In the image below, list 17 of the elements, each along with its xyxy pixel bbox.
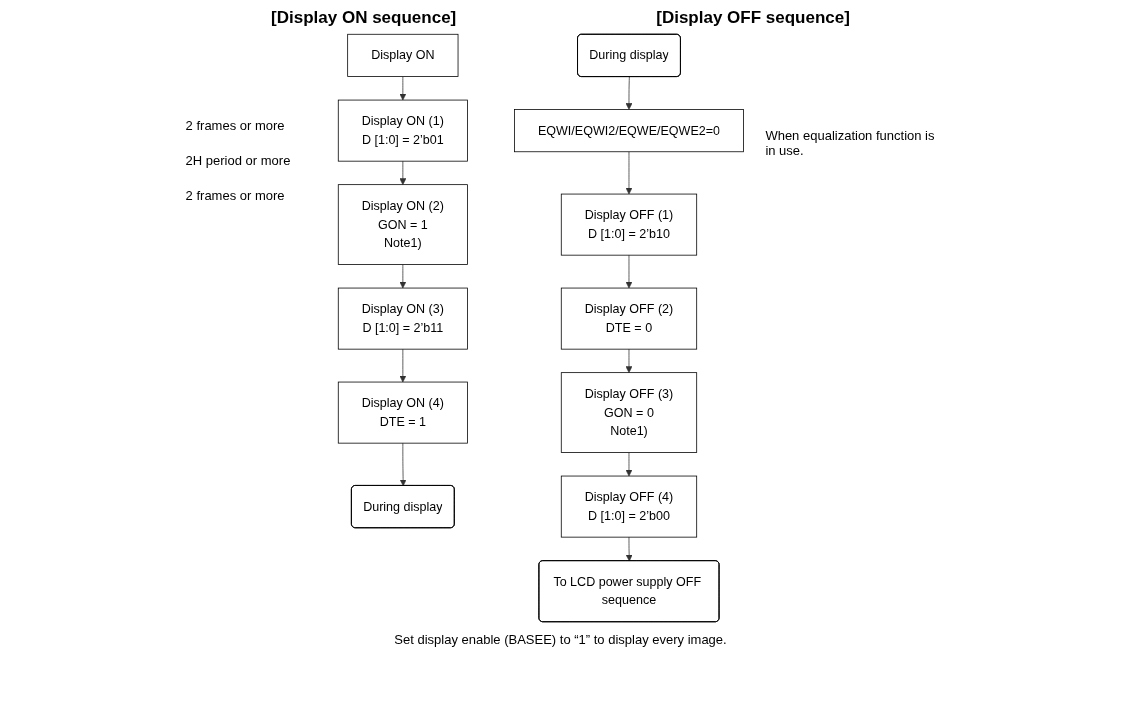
section-heading: [Display OFF sequence]	[656, 8, 850, 28]
node-box: Display ON	[346, 33, 458, 77]
node-box: Display ON (2) GON = 1 Note1)	[337, 184, 468, 265]
node-box: Display ON (1) D [1:0] = 2’b01	[337, 99, 468, 162]
node-box: Display ON (4) DTE = 1	[337, 381, 468, 444]
node-box: Display OFF (4) D [1:0] = 2’b00	[560, 475, 697, 538]
timing-note: 2 frames or more	[185, 118, 286, 133]
node-box: Display ON (3) D [1:0] = 2’b11	[337, 287, 468, 350]
node-box: Display OFF (2) DTE = 0	[560, 287, 697, 350]
node-box: Display OFF (3) GON = 0 Note1)	[560, 372, 697, 453]
node-box: Display OFF (1) D [1:0] = 2’b10	[560, 193, 697, 256]
side-note: When equalization function is in use.	[765, 128, 936, 158]
note-text: Set display enable (BASEE) to “1” to display every image.	[394, 632, 727, 647]
timing-note: 2 frames or more	[185, 188, 286, 203]
timing-note: 2H period or more	[185, 153, 292, 168]
node-box: EQWI/EQWI2/EQWE/EQWE2=0	[513, 109, 744, 153]
section-heading: [Display ON sequence]	[271, 8, 457, 28]
